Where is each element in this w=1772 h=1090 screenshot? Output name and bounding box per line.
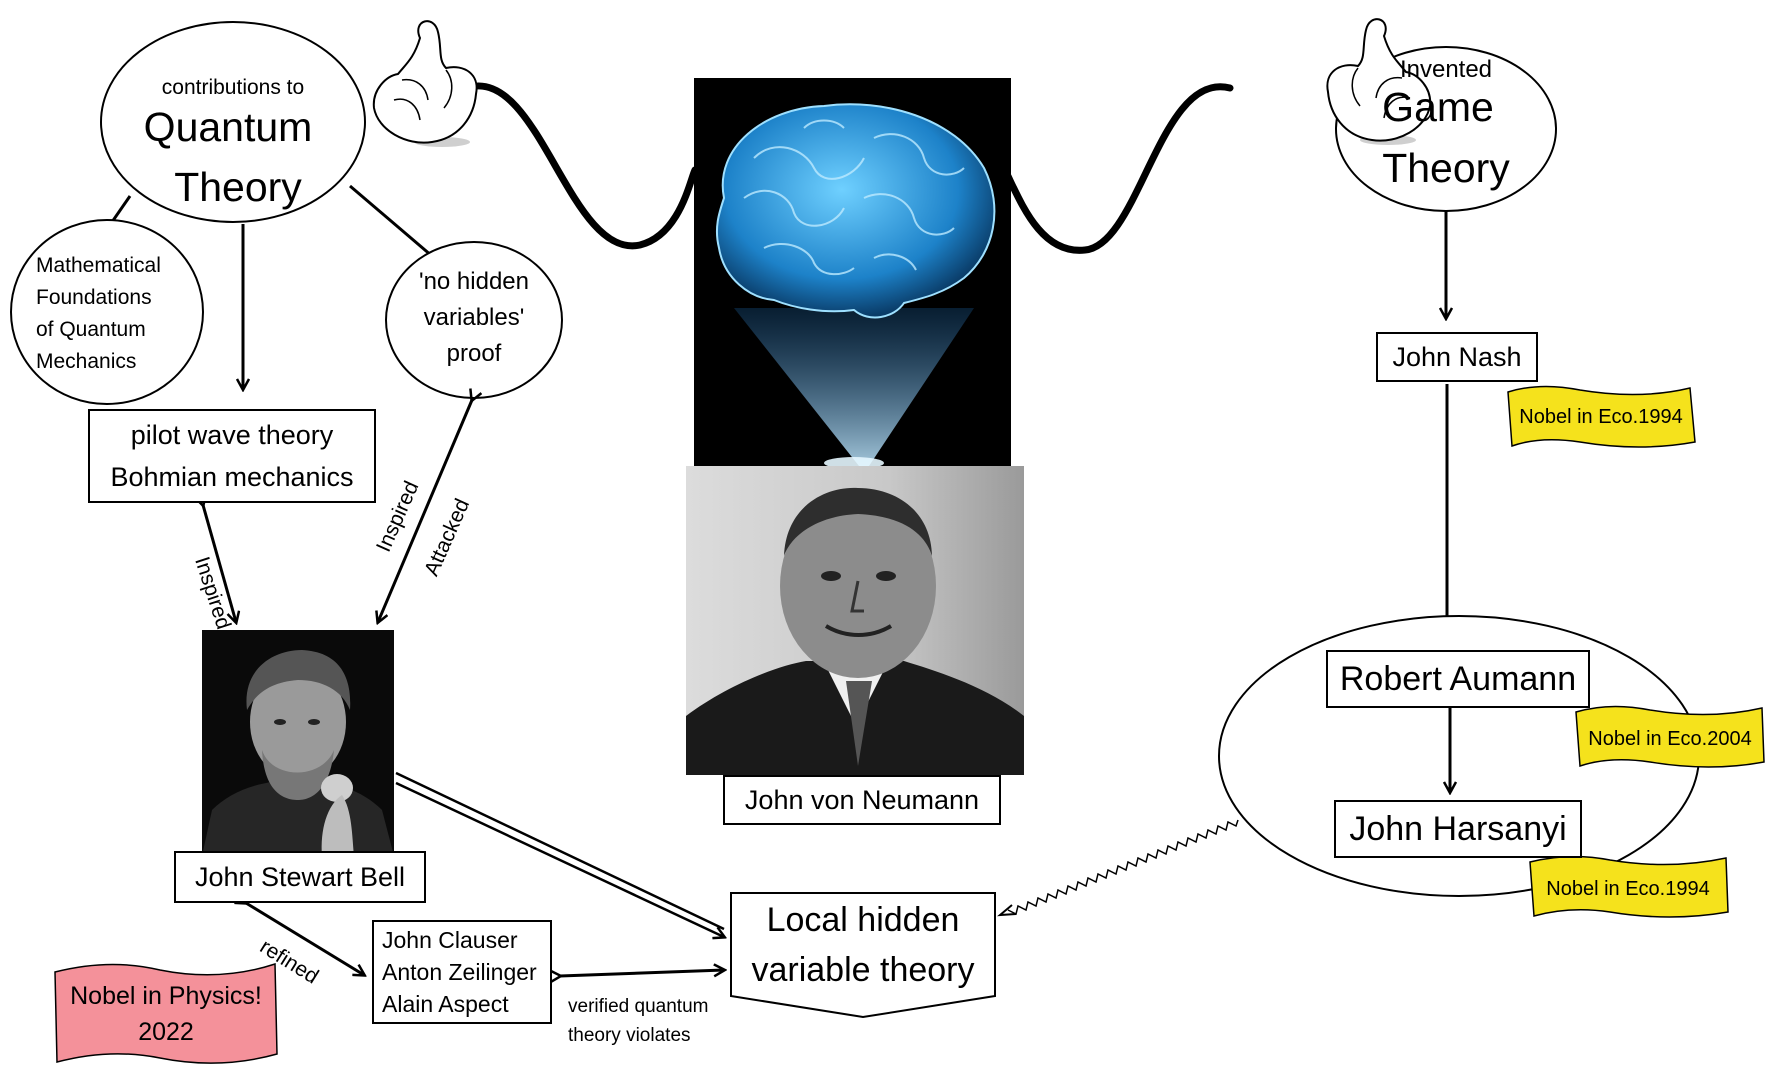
nobel-ribbon-nash <box>1507 385 1696 448</box>
harsanyi-node: John Harsanyi <box>1334 800 1582 858</box>
math-foundations-label: Mathematical Foundations of Quantum Mech… <box>36 254 161 373</box>
edge-bell-experimenters <box>246 903 364 975</box>
von-neumann-label: John von Neumann <box>723 775 1001 825</box>
no-hidden-proof-label: 'no hidden variables' proof <box>418 268 529 367</box>
brain-hologram-image <box>694 78 1011 466</box>
harsanyi-nobel-label: Nobel in Eco.1994 <box>1546 878 1710 900</box>
bell-portrait <box>202 630 394 856</box>
edge-pilot-bell <box>203 505 236 622</box>
nash-node: John Nash <box>1376 332 1538 382</box>
quantum-title-small: contributions to <box>161 76 305 99</box>
nobel-ribbon-aumann <box>1575 705 1765 768</box>
thumbs-up-glove-icon <box>1326 18 1432 145</box>
nobel-physics-label: Nobel in Physics! 2022 <box>70 982 262 1046</box>
thumbs-up-glove-icon <box>372 20 478 147</box>
aumann-node: Robert Aumann <box>1326 650 1590 708</box>
nobel-ribbon-harsanyi <box>1529 855 1729 918</box>
experimenters-node: John Clauser Anton Zeilinger Alain Aspec… <box>372 920 552 1024</box>
von-neumann-portrait <box>686 466 1024 775</box>
game-title-line1: Game <box>1382 84 1494 130</box>
edge-experimenters-local <box>560 970 724 976</box>
edge-bell-local <box>395 781 724 937</box>
pilot-wave-node: pilot wave theory Bohmian mechanics <box>88 409 376 503</box>
wave-connector <box>466 82 1234 254</box>
quantum-title-line2: Theory <box>174 164 302 210</box>
verified-note: verified quantum theory violates <box>568 996 709 1046</box>
quantum-title-line1: Quantum <box>143 104 313 150</box>
local-hidden-node <box>730 892 996 1019</box>
math-foundations-node <box>10 219 204 405</box>
quantum-theory-node <box>100 21 366 223</box>
game-title-line2: Theory <box>1382 145 1510 191</box>
edge-proof-bell <box>378 400 472 622</box>
bell-label: John Stewart Bell <box>174 851 426 903</box>
local-hidden-label: Local hidden variable theory <box>751 901 975 989</box>
game-title-small: Invented <box>1399 56 1493 83</box>
nash-nobel-label: Nobel in Eco.1994 <box>1519 406 1683 428</box>
nobel-ribbon-physics <box>54 962 278 1064</box>
aumann-nobel-label: Nobel in Eco.2004 <box>1588 728 1752 750</box>
